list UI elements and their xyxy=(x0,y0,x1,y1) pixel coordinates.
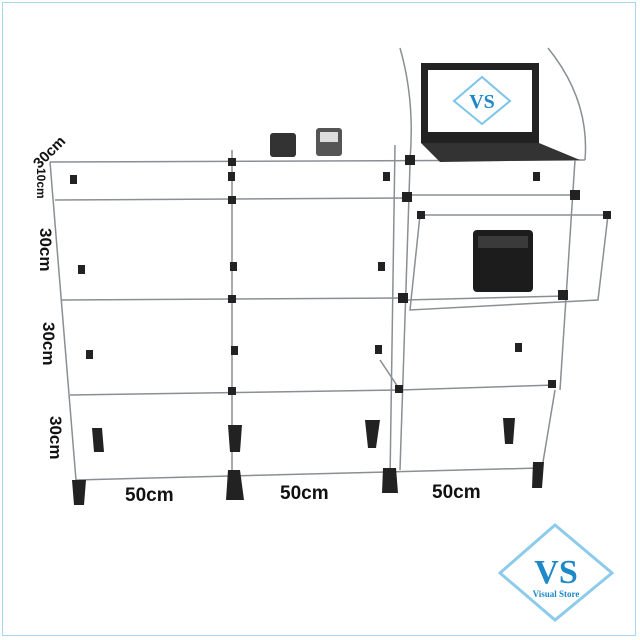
row-height-label-3: 30cm xyxy=(46,416,65,460)
brand-logo: VS Visual Store xyxy=(497,523,615,622)
card-terminals xyxy=(270,128,342,157)
svg-text:VS: VS xyxy=(534,554,577,591)
top-gap-label: 10cm xyxy=(34,168,48,199)
printer xyxy=(473,230,533,292)
laptop xyxy=(421,63,580,162)
laptop-screen-logo: VS xyxy=(452,75,512,126)
svg-text:VS: VS xyxy=(469,91,495,113)
connectors xyxy=(70,155,611,505)
row-height-label-1: 30cm xyxy=(36,228,55,272)
svg-text:Visual Store: Visual Store xyxy=(533,589,580,599)
column-width-label-2: 50cm xyxy=(280,483,329,504)
column-width-label-1: 50cm xyxy=(125,485,174,506)
row-height-label-2: 30cm xyxy=(39,322,58,366)
column-width-label-3: 50cm xyxy=(432,482,481,503)
